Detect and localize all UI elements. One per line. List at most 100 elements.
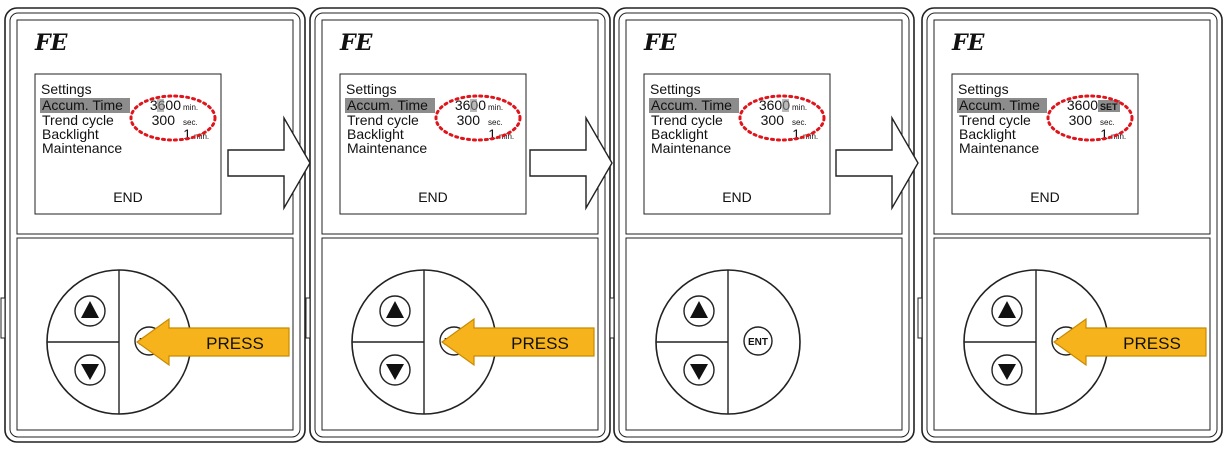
triangle-up-icon	[386, 301, 404, 318]
lcd-row-label: Backlight	[959, 126, 1016, 142]
press-label: PRESS	[206, 334, 264, 353]
triangle-down-icon	[690, 364, 708, 380]
lcd-row-value: 300	[761, 112, 785, 128]
lcd-end-label: END	[722, 189, 752, 205]
transition-arrow-2	[529, 115, 613, 211]
lcd-row-value: 3600	[150, 97, 181, 113]
digit-cursor	[782, 99, 789, 112]
side-notch	[305, 297, 311, 339]
lcd-row-label: Accum. Time	[42, 97, 123, 113]
ent-key-label: ENT	[748, 337, 768, 348]
down-key-button[interactable]	[683, 354, 715, 386]
down-key-button[interactable]	[991, 354, 1023, 386]
lcd-row-value: 3600	[1067, 97, 1098, 113]
lcd-end-label: END	[113, 189, 143, 205]
lcd-row-label: Accum. Time	[651, 97, 732, 113]
lcd-row-value: 300	[457, 112, 481, 128]
press-label: PRESS	[511, 334, 569, 353]
lcd-row-unit: sec.	[183, 118, 198, 127]
lcd-row-label: Accum. Time	[959, 97, 1040, 113]
device-casing-inner	[618, 12, 910, 438]
down-key-button[interactable]	[74, 354, 106, 386]
lcd-title: Settings	[41, 81, 92, 97]
digit-cursor	[157, 99, 164, 112]
side-notch	[609, 297, 615, 339]
lcd-row-unit: min.	[1111, 132, 1126, 141]
lcd-selected-row-highlight	[40, 98, 130, 113]
lcd-row-unit: sec.	[1100, 118, 1115, 127]
press-arrow: PRESS	[1052, 317, 1207, 367]
triangle-down-icon	[81, 364, 99, 380]
highlight-circle	[1046, 94, 1134, 142]
device-casing-inner	[9, 12, 301, 438]
highlight-circle	[738, 94, 826, 142]
lcd-row-label: Trend cycle	[42, 112, 114, 128]
press-arrow: PRESS	[135, 317, 290, 367]
device-casing-inner	[926, 12, 1218, 438]
lcd-row-label: Trend cycle	[347, 112, 419, 128]
press-arrow-shape	[135, 317, 290, 367]
transition-arrow-3	[835, 115, 919, 211]
up-key-button[interactable]	[683, 295, 715, 327]
lcd-row-label: Trend cycle	[651, 112, 723, 128]
triangle-up-icon	[998, 301, 1016, 318]
up-key-button[interactable]	[74, 295, 106, 327]
lcd-row-value: 300	[1069, 112, 1093, 128]
lcd-row-unit: SET	[1100, 102, 1118, 112]
brand-logo: FE	[34, 30, 69, 56]
lcd-row-value: 1	[183, 126, 191, 142]
lcd-row-label: Maintenance	[347, 140, 427, 156]
side-notch	[0, 297, 6, 339]
lcd-row-label: Trend cycle	[959, 112, 1031, 128]
lcd-row-unit: min.	[194, 132, 209, 141]
lcd-row-label: Backlight	[42, 126, 99, 142]
digit-cursor	[470, 99, 477, 112]
brand-logo: FE	[643, 30, 678, 56]
lcd-row-unit: min.	[183, 103, 198, 112]
lcd-row-label: Maintenance	[959, 140, 1039, 156]
up-key-button[interactable]	[379, 295, 411, 327]
highlight-circle	[434, 94, 522, 142]
lcd-row-value: 1	[792, 126, 800, 142]
lcd-selected-row-highlight	[345, 98, 435, 113]
press-arrow-shape	[440, 317, 595, 367]
lcd-row-value: 1	[488, 126, 496, 142]
brand-logo: FE	[339, 30, 374, 56]
triangle-up-icon	[81, 301, 99, 318]
device-casing-inner	[314, 12, 606, 438]
lcd-row-label: Backlight	[347, 126, 404, 142]
ent-key-button[interactable]: ENT	[743, 326, 773, 356]
triangle-down-icon	[998, 364, 1016, 380]
lcd-end-label: END	[1030, 189, 1060, 205]
lcd-row-label: Maintenance	[651, 140, 731, 156]
lcd-end-label: END	[418, 189, 448, 205]
lcd-row-value: 300	[152, 112, 176, 128]
down-key-button[interactable]	[379, 354, 411, 386]
lcd-row-label: Backlight	[651, 126, 708, 142]
lcd-row-unit: min.	[499, 132, 514, 141]
transition-arrow-1	[227, 115, 311, 211]
highlight-circle	[129, 94, 217, 142]
lcd-row-unit: min.	[488, 103, 503, 112]
lcd-row-unit: sec.	[792, 118, 807, 127]
lcd-selected-row-highlight	[649, 98, 739, 113]
lcd-row-unit: min.	[803, 132, 818, 141]
lcd-row-unit: min.	[792, 103, 807, 112]
lcd-row-label: Maintenance	[42, 140, 122, 156]
side-notch	[917, 297, 923, 339]
lcd-title: Settings	[650, 81, 701, 97]
press-arrow-shape	[1052, 317, 1207, 367]
up-key-button[interactable]	[991, 295, 1023, 327]
triangle-down-icon	[386, 364, 404, 380]
lcd-title: Settings	[346, 81, 397, 97]
press-label: PRESS	[1123, 334, 1181, 353]
triangle-up-icon	[690, 301, 708, 318]
ent-key-ring	[743, 326, 773, 356]
lcd-row-unit: sec.	[488, 118, 503, 127]
brand-logo: FE	[951, 30, 986, 56]
